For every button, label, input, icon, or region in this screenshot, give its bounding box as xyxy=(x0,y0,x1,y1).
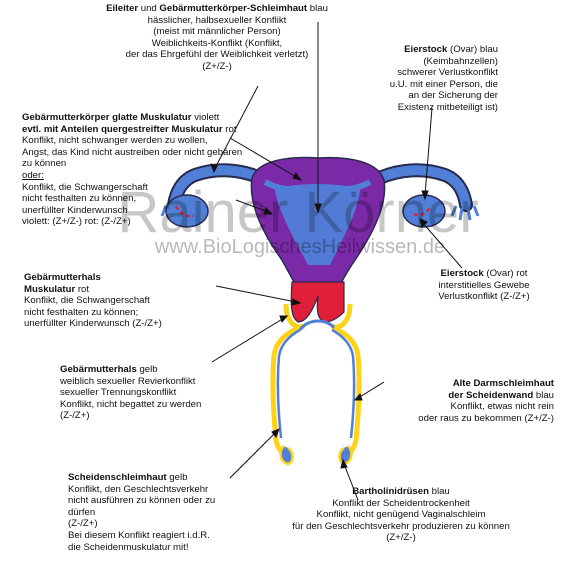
label-hals-muskulatur: Gebärmutterhals Muskulatur rot Konflikt,… xyxy=(24,272,162,330)
label-eierstock-blau: Eierstock (Ovar) blau (Keimbahnzellen) s… xyxy=(389,44,498,113)
leader-eileiter-tube xyxy=(213,85,259,171)
label-muskulatur: Gebärmutterkörper glatte Muskulatur viol… xyxy=(22,112,243,228)
leader-hals xyxy=(211,317,285,363)
label-scheide: Scheidenschleimhaut gelb Konflikt, den G… xyxy=(68,472,216,553)
leader-muskulatur-2 xyxy=(235,199,269,213)
left-ovary xyxy=(165,194,209,228)
leader-eierstock-rot xyxy=(421,221,463,269)
label-bartholin: Bartholinidrüsen blau Konflikt der Schei… xyxy=(292,486,510,544)
label-eileiter: Eileiter und Gebärmutterkörper-Schleimha… xyxy=(106,3,328,72)
watermark-name: Rainer Körner xyxy=(117,180,478,245)
label-eierstock-rot: Eierstock (Ovar) rot interstitielles Gew… xyxy=(438,268,530,303)
bartholin-gland-left xyxy=(279,445,294,466)
leader-scheide xyxy=(229,431,277,479)
label-hals: Gebärmutterhals gelb weiblich sexueller … xyxy=(60,364,202,422)
leader-eierstock-blau xyxy=(424,107,433,196)
cervix-muscle xyxy=(290,281,345,323)
vagina-right-wall xyxy=(332,325,362,462)
bartholin-gland-right xyxy=(338,445,353,466)
uterus-mucosa xyxy=(275,184,360,265)
leader-muskulatur xyxy=(229,137,299,179)
label-darm: Alte Darmschleimhaut der Scheidenwand bl… xyxy=(418,378,554,424)
watermark-url: www.BioLogischesHeilwissen.de xyxy=(154,236,445,258)
vagina-left-wall xyxy=(270,325,300,462)
leader-hals-muskulatur xyxy=(215,285,297,303)
leader-darm xyxy=(357,381,385,399)
leader-bartholin xyxy=(343,463,359,501)
